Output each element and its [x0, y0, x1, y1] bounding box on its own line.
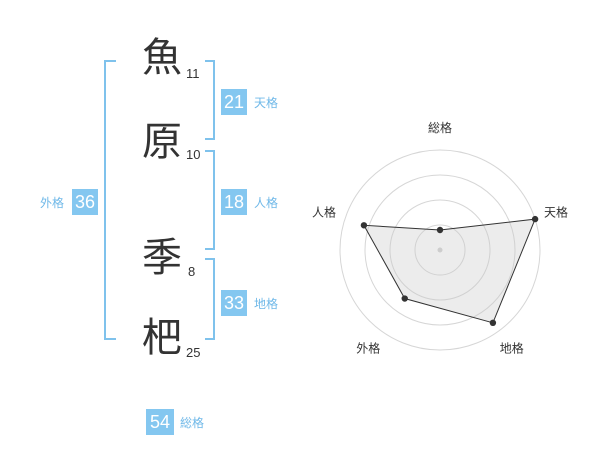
gaikaku-bracket — [104, 60, 116, 340]
radar-ring-4 — [339, 149, 541, 351]
tenkaku-score: 21 — [221, 89, 247, 115]
radar-point-4 — [360, 222, 368, 229]
tenkaku-label: 天格 — [254, 96, 279, 110]
radar-shape — [363, 218, 536, 324]
gaikaku-score: 36 — [72, 189, 98, 215]
radar-ring-1 — [414, 224, 466, 276]
name-char-1: 魚 — [142, 35, 182, 81]
jinkaku-bracket — [205, 150, 215, 250]
chikaku-bracket — [205, 258, 215, 340]
chikaku-score: 33 — [221, 290, 247, 316]
name-char-3: 季 — [142, 235, 182, 281]
name-char-4: 杷 — [142, 315, 182, 361]
radar-ring-3 — [364, 174, 516, 326]
radar-point-3 — [401, 295, 408, 302]
chikaku-label: 地格 — [254, 297, 279, 311]
jinkaku-score: 18 — [221, 189, 247, 215]
soukaku-label: 総格 — [180, 416, 205, 430]
stroke-count-2: 10 — [186, 147, 201, 162]
radar-point-0 — [436, 226, 444, 234]
gaikaku-label: 外格 — [40, 196, 65, 210]
name-char-2: 原 — [142, 119, 182, 165]
stroke-count-3: 8 — [188, 264, 196, 279]
stroke-count-4: 25 — [186, 345, 201, 360]
radar-point-1 — [531, 215, 539, 223]
soukaku-score: 54 — [146, 409, 174, 435]
stroke-count-1: 11 — [186, 66, 200, 81]
radar-center — [437, 247, 443, 253]
radar-axis-label-0: 総格 — [428, 120, 452, 135]
radar-axis-label-2: 地格 — [500, 341, 524, 356]
radar-axis-label-4: 人格 — [312, 204, 336, 219]
tenkaku-bracket — [205, 60, 215, 140]
radar-axis-label-3: 外格 — [356, 341, 380, 356]
jinkaku-label: 人格 — [254, 196, 279, 210]
radar-ring-2 — [389, 199, 491, 301]
radar-axis-label-1: 天格 — [544, 204, 568, 219]
radar-point-2 — [489, 319, 497, 327]
